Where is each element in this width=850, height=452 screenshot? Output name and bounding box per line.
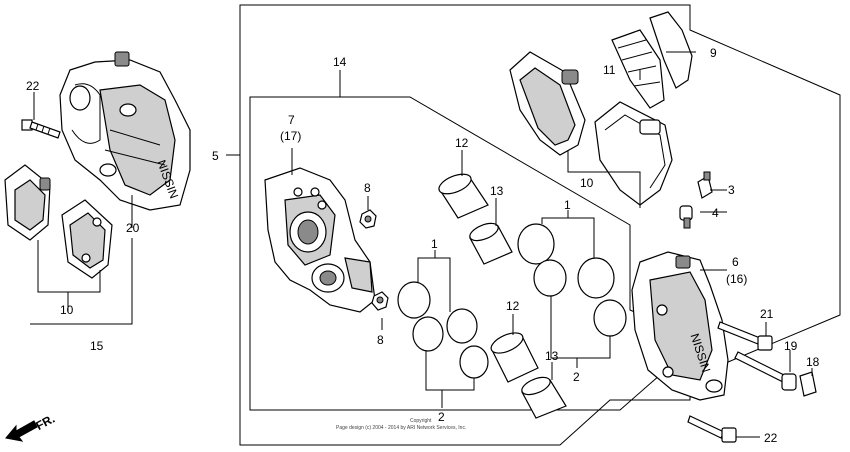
bleeder-screw-3: [697, 171, 713, 199]
copyright-notice: Copyright Page design (c) 2004 - 2014 by…: [336, 418, 466, 431]
seal-1-a: [517, 223, 555, 265]
callout-13-top: 13: [490, 184, 504, 198]
seal-2-b: [593, 299, 627, 337]
callout-3: 3: [728, 183, 735, 197]
leader-lines: [30, 51, 813, 438]
copyright-line-1: Copyright: [410, 418, 432, 424]
callout-10-right: 10: [580, 176, 594, 190]
callout-7: 7: [288, 113, 295, 127]
brake-pad-right-a: [509, 51, 586, 156]
bolt-22-right: [687, 415, 737, 443]
callout-20: 20: [126, 221, 140, 235]
callout-5: 5: [212, 149, 219, 163]
pad-spring-9: [649, 11, 693, 89]
copyright-line-2: Page design (c) 2004 - 2014 by ARI Netwo…: [336, 425, 466, 431]
seal-2-d: [459, 345, 489, 379]
seal-2-a: [533, 259, 567, 297]
callout-12-bottom: 12: [506, 299, 520, 313]
callout-12-top: 12: [455, 136, 469, 150]
seal-1-c: [397, 281, 431, 319]
bolt-22-left: [21, 119, 61, 139]
callout-16: (16): [726, 272, 747, 286]
slide-pin-19: [734, 351, 797, 391]
caliper-body-6: [631, 251, 729, 401]
seal-1-d: [446, 308, 478, 344]
nut-8-bottom: [371, 291, 389, 311]
callout-6: 6: [732, 255, 739, 269]
callout-19: 19: [784, 339, 798, 353]
brake-pad-left-b: [61, 199, 113, 279]
callout-18: 18: [806, 355, 820, 369]
callout-4: 4: [712, 206, 719, 220]
front-arrow-label: FR.: [33, 412, 57, 433]
callout-1-right: 1: [564, 198, 571, 212]
pin-bolt-21: [717, 321, 773, 351]
callout-8-top: 8: [364, 181, 371, 195]
nut-8-top: [359, 209, 377, 229]
callout-22-right: 22: [764, 431, 778, 445]
pad-shim-11: [611, 29, 665, 109]
callout-1-left: 1: [431, 237, 438, 251]
callout-17: (17): [280, 129, 301, 143]
caliper-assembly-20: [59, 51, 191, 211]
seal-2-c: [412, 316, 444, 352]
seal-1-b: [577, 257, 615, 299]
callout-9: 9: [710, 46, 717, 60]
callout-10-left: 10: [60, 303, 74, 317]
callout-2-left: 2: [438, 410, 445, 424]
piston-13-top: [469, 222, 513, 265]
callout-8-bottom: 8: [377, 333, 384, 347]
brake-pad-right-b: [594, 101, 673, 206]
callout-14: 14: [333, 55, 347, 69]
callout-22-left: 22: [26, 79, 40, 93]
bleeder-cap-4: [679, 205, 693, 229]
front-direction-arrow: FR.: [5, 412, 57, 442]
callout-labels: 22 20 10 15 5 14 7 (17) 8 8 12 13 1 1 12…: [26, 46, 820, 445]
callout-15: 15: [90, 339, 104, 353]
caliper-body-7: [264, 167, 376, 313]
callout-21: 21: [760, 307, 774, 321]
callout-2-right: 2: [573, 370, 580, 384]
brake-pad-left-a: [4, 164, 51, 241]
piston-12-bottom: [490, 332, 539, 383]
callout-11: 11: [603, 63, 616, 77]
piston-13-bottom: [521, 376, 567, 419]
callout-13-bottom: 13: [545, 349, 559, 363]
piston-12-top: [438, 173, 489, 219]
pin-boot-18: [799, 371, 817, 397]
